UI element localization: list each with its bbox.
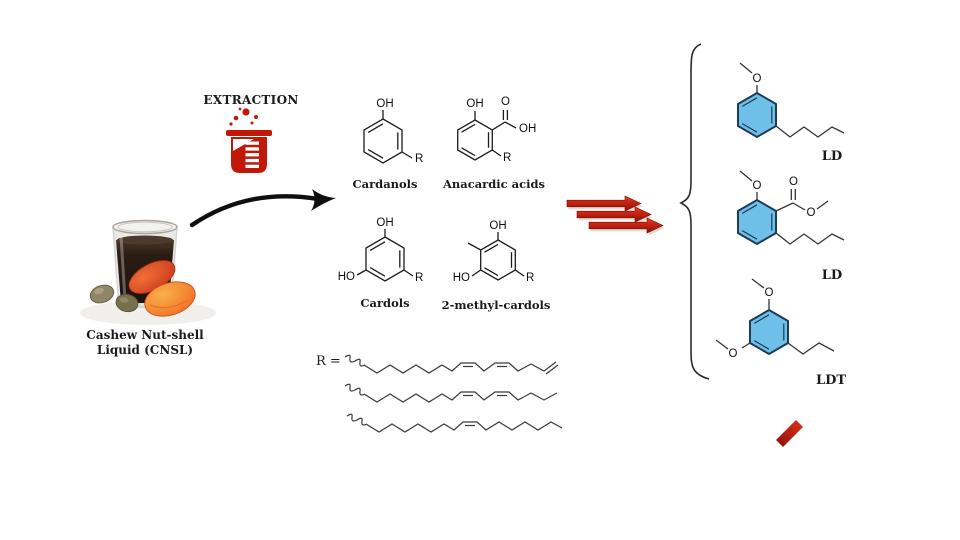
atom-label-oh: OH <box>376 217 393 229</box>
curly-brace <box>679 43 710 380</box>
extraction-arrow-icon <box>189 189 336 228</box>
atom-label-r: R <box>415 153 423 165</box>
component-label-cardols: Cardols <box>360 296 410 310</box>
attachment-squiggle <box>344 354 366 367</box>
r-chain-monoene <box>346 413 563 433</box>
r-side-chains <box>344 354 563 433</box>
r-chain-diene <box>344 383 558 403</box>
product-label-1: LD <box>821 149 843 164</box>
product-label-3: LDT <box>815 373 847 388</box>
product-structures: O O <box>715 62 845 360</box>
atom-label-o: O <box>753 73 762 85</box>
anacardic-acids-structure <box>457 110 517 161</box>
attachment-squiggle <box>344 383 366 396</box>
methyl-cardols-structure <box>467 232 525 281</box>
product-3-structure: O O <box>715 278 835 360</box>
r-chain-triene <box>344 354 559 375</box>
atom-label-o: O <box>501 96 510 108</box>
product-2-structure: O O O <box>737 170 845 246</box>
source-caption-line1: Cashew Nut-shell <box>86 328 204 342</box>
red-stroke-decoration <box>776 420 803 447</box>
atom-label-o: O <box>789 176 798 188</box>
atom-label-ho: HO <box>453 272 470 284</box>
atom-label-o: O <box>765 287 774 299</box>
extraction-label: EXTRACTION <box>203 93 299 107</box>
component-label-methyl-cardols: 2-methyl-cardols <box>441 298 551 312</box>
atom-label-ho: HO <box>338 271 355 283</box>
cnsl-photo <box>80 219 216 325</box>
component-atom-labels: OH R OH O OH R OH HO R OH HO R <box>338 96 537 284</box>
component-structures <box>356 110 525 282</box>
cashew-apple-front <box>144 281 196 317</box>
atom-label-r: R <box>526 272 534 284</box>
product-1-structure: O <box>737 62 845 139</box>
cardols-structure <box>356 229 414 282</box>
atom-label-o: O <box>807 207 816 219</box>
atom-label-r: R <box>503 152 511 164</box>
atom-label-o: O <box>753 180 762 192</box>
attachment-squiggle <box>346 413 368 426</box>
source-caption-line2: Liquid (CNSL) <box>96 343 194 357</box>
beaker-icon <box>226 107 272 173</box>
atom-label-oh: OH <box>376 98 393 110</box>
atom-label-oh: OH <box>466 98 483 110</box>
atom-label-o: O <box>729 348 738 360</box>
component-label-cardanols: Cardanols <box>352 177 418 191</box>
atom-label-oh: OH <box>519 123 536 135</box>
product-label-2: LD <box>821 268 843 283</box>
r-group-label: R = <box>316 354 341 369</box>
source-caption: Cashew Nut-shell Liquid (CNSL) <box>84 328 206 358</box>
atom-label-r: R <box>415 272 423 284</box>
cashew-nut-left <box>89 284 115 304</box>
cardanols-structure <box>363 110 413 164</box>
component-label-anacardic-acids: Anacardic acids <box>442 177 545 191</box>
triple-arrow-icon <box>566 195 665 236</box>
atom-label-oh: OH <box>489 220 506 232</box>
